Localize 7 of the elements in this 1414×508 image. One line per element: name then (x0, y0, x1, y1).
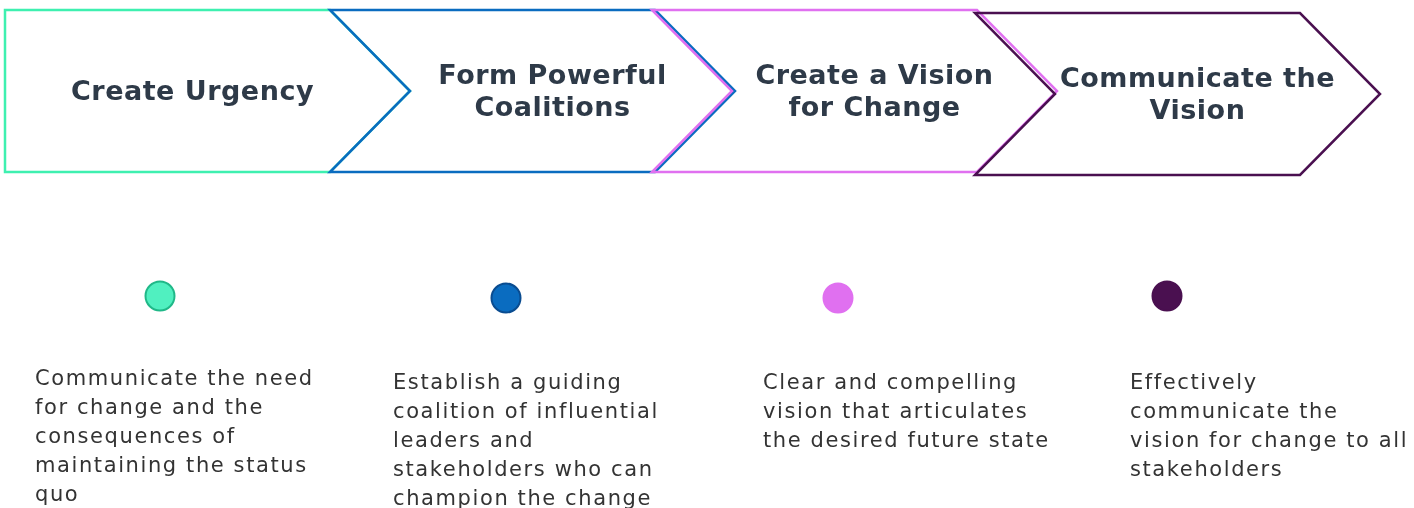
step-description: Communicate the need for change and the consequences of maintaining the status quo (35, 365, 315, 508)
step-title: Form Powerful Coalitions (437, 59, 668, 123)
step-title: Create Urgency (71, 75, 314, 107)
step-title: Create a Vision for Change (754, 59, 995, 123)
step-title: Communicate the Vision (1058, 62, 1337, 126)
step-description: Clear and compelling vision that articulates the desired future state (763, 369, 1051, 454)
step-description: Effectively communicate the vision for change to all stakeholders (1130, 369, 1410, 483)
